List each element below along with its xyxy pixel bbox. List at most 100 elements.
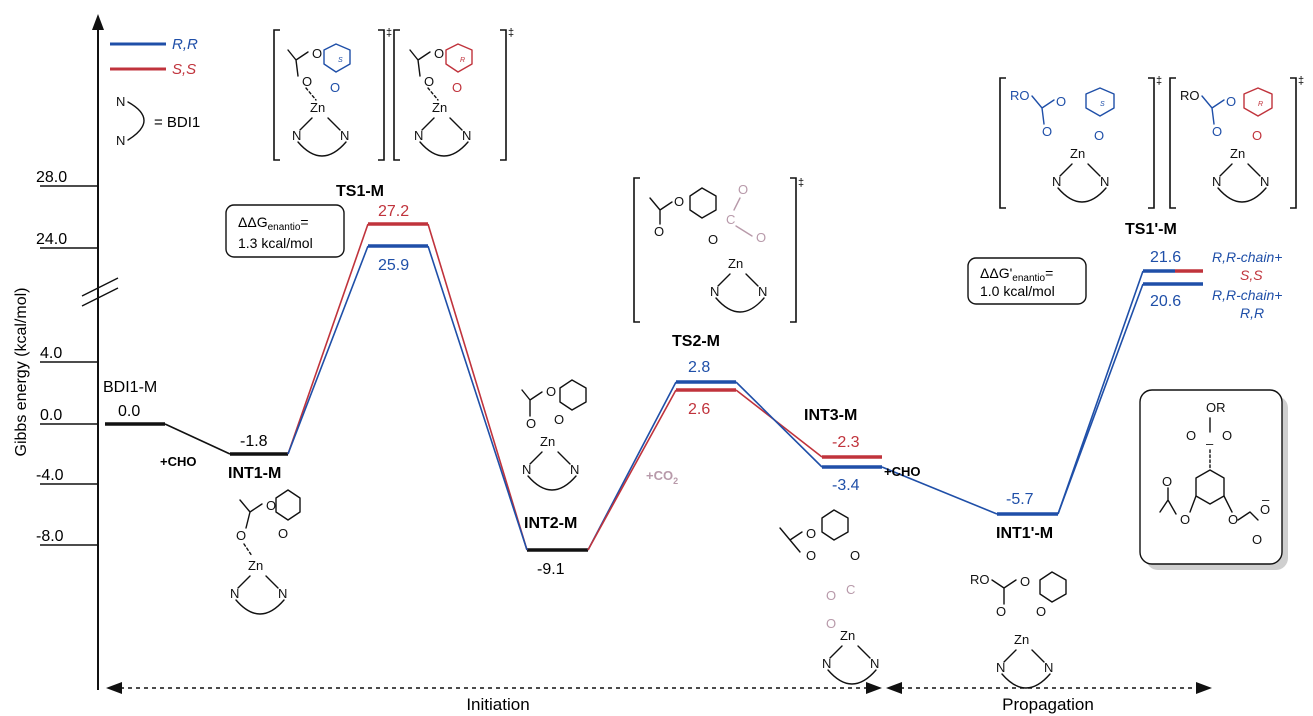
ddg-box-2-value: 1.0 kcal/mol <box>980 283 1055 299</box>
polymer-chain-box: OR O O – O O O O – O <box>1139 389 1288 570</box>
step-cho-1: +CHO <box>160 454 196 469</box>
y-tick-labels: 28.0 24.0 4.0 0.0 -4.0 -8.0 <box>36 169 67 545</box>
svg-text:O: O <box>526 416 536 431</box>
svg-text:Zn: Zn <box>1014 632 1029 647</box>
svg-text:N: N <box>710 284 719 299</box>
svg-text:‡: ‡ <box>508 27 514 39</box>
energy-profile <box>105 222 1203 552</box>
legend-rr-label: R,R <box>172 36 198 53</box>
svg-text:N: N <box>996 660 1005 675</box>
y-axis-label: Gibbs energy (kcal/mol) <box>13 288 30 457</box>
svg-text:N: N <box>870 656 879 671</box>
svg-text:O: O <box>1226 94 1236 109</box>
svg-text:N: N <box>414 128 423 143</box>
svg-text:O: O <box>1252 532 1262 547</box>
svg-text:N: N <box>1100 174 1109 189</box>
svg-text:O: O <box>674 194 684 209</box>
svg-text:N: N <box>822 656 831 671</box>
label-int2m: INT2-M <box>524 515 577 532</box>
svg-text:N: N <box>340 128 349 143</box>
value-ts1pm-bottom: 20.6 <box>1150 293 1181 310</box>
legend-n-bottom: N <box>116 133 125 148</box>
svg-text:N: N <box>230 586 239 601</box>
svg-text:–: – <box>1206 436 1214 451</box>
svg-text:O: O <box>312 46 322 61</box>
value-int1pm: -5.7 <box>1006 491 1034 508</box>
ts1pm-side-labels: R,R-chain+ S,S R,R-chain+ R,R <box>1212 249 1282 321</box>
structure-ts2m: ‡ O O O C O O Zn N N <box>633 177 804 323</box>
svg-text:C: C <box>726 212 735 227</box>
svg-text:O: O <box>554 412 564 427</box>
svg-text:R: R <box>1258 101 1263 108</box>
ddg-box-1-value: 1.3 kcal/mol <box>238 235 313 251</box>
ddg-box-1-title: ΔΔGenantio= <box>238 214 309 233</box>
svg-text:Zn: Zn <box>1070 146 1085 161</box>
svg-text:‡: ‡ <box>386 27 392 39</box>
svg-text:O: O <box>1212 124 1222 139</box>
ddg-box-2-title: ΔΔG'enantio= <box>980 265 1053 284</box>
phase-propagation: Propagation <box>1002 695 1094 714</box>
svg-text:N: N <box>522 462 531 477</box>
value-ts2m-rr: 2.8 <box>688 359 710 376</box>
y-axis <box>40 14 119 690</box>
svg-text:O: O <box>278 526 288 541</box>
svg-text:O: O <box>1180 512 1190 527</box>
svg-text:O: O <box>1036 604 1046 619</box>
tick-label-4: 4.0 <box>40 345 62 362</box>
svg-text:O: O <box>302 74 312 89</box>
step-co2: +CO2 <box>646 468 678 486</box>
svg-text:O: O <box>996 604 1006 619</box>
svg-text:N: N <box>570 462 579 477</box>
svg-text:O: O <box>1162 474 1172 489</box>
value-int2m: -9.1 <box>537 561 565 578</box>
svg-text:N: N <box>758 284 767 299</box>
label-ts1m: TS1-M <box>336 183 384 200</box>
svg-text:RO: RO <box>1010 88 1030 103</box>
svg-text:O: O <box>826 588 836 603</box>
label-bdi1m: BDI1-M <box>103 379 157 396</box>
svg-text:Zn: Zn <box>310 100 325 115</box>
value-ts1m-rr: 25.9 <box>378 257 409 274</box>
svg-text:O: O <box>850 548 860 563</box>
value-int1m: -1.8 <box>240 433 268 450</box>
svg-text:S: S <box>1100 101 1105 108</box>
svg-text:S: S <box>338 57 343 64</box>
svg-text:RO: RO <box>1180 88 1200 103</box>
label-int3m: INT3-M <box>804 407 857 424</box>
tick-label-m4: -4.0 <box>36 467 64 484</box>
svg-text:N: N <box>292 128 301 143</box>
svg-text:O: O <box>1260 502 1270 517</box>
tick-label-0: 0.0 <box>40 407 62 424</box>
value-ts1pm-top: 21.6 <box>1150 249 1181 266</box>
structure-int3m: O O O C O O Zn N N <box>779 509 879 685</box>
legend-n-top: N <box>116 94 125 109</box>
svg-text:O: O <box>330 80 340 95</box>
tick-label-24: 24.0 <box>36 231 67 248</box>
structure-int1pm: RO O O O Zn N N <box>970 571 1067 689</box>
svg-text:O: O <box>1020 574 1030 589</box>
svg-text:C: C <box>846 582 855 597</box>
svg-text:Zn: Zn <box>248 558 263 573</box>
phase-initiation: Initiation <box>466 695 529 714</box>
svg-text:Zn: Zn <box>432 100 447 115</box>
label-ts2m: TS2-M <box>672 333 720 350</box>
svg-text:R: R <box>460 57 465 64</box>
svg-text:O: O <box>1186 428 1196 443</box>
step-cho-2: +CHO <box>884 464 920 479</box>
svg-text:N: N <box>1260 174 1269 189</box>
svg-text:O: O <box>434 46 444 61</box>
svg-text:‡: ‡ <box>1298 75 1304 87</box>
structure-int1m: O O O Zn N N <box>230 489 301 615</box>
svg-text:Zn: Zn <box>728 256 743 271</box>
axis-break <box>81 277 119 297</box>
value-bdi1m: 0.0 <box>118 403 140 420</box>
svg-text:‡: ‡ <box>1156 75 1162 87</box>
value-ts1m-ss: 27.2 <box>378 203 409 220</box>
ts1pm-top-line2: S,S <box>1240 267 1263 283</box>
ts1pm-top-line1: R,R-chain+ <box>1212 249 1282 265</box>
label-int1pm: INT1'-M <box>996 525 1053 542</box>
tick-label-28: 28.0 <box>36 169 67 186</box>
svg-text:O: O <box>1252 128 1262 143</box>
legend-ss-label: S,S <box>172 61 196 78</box>
